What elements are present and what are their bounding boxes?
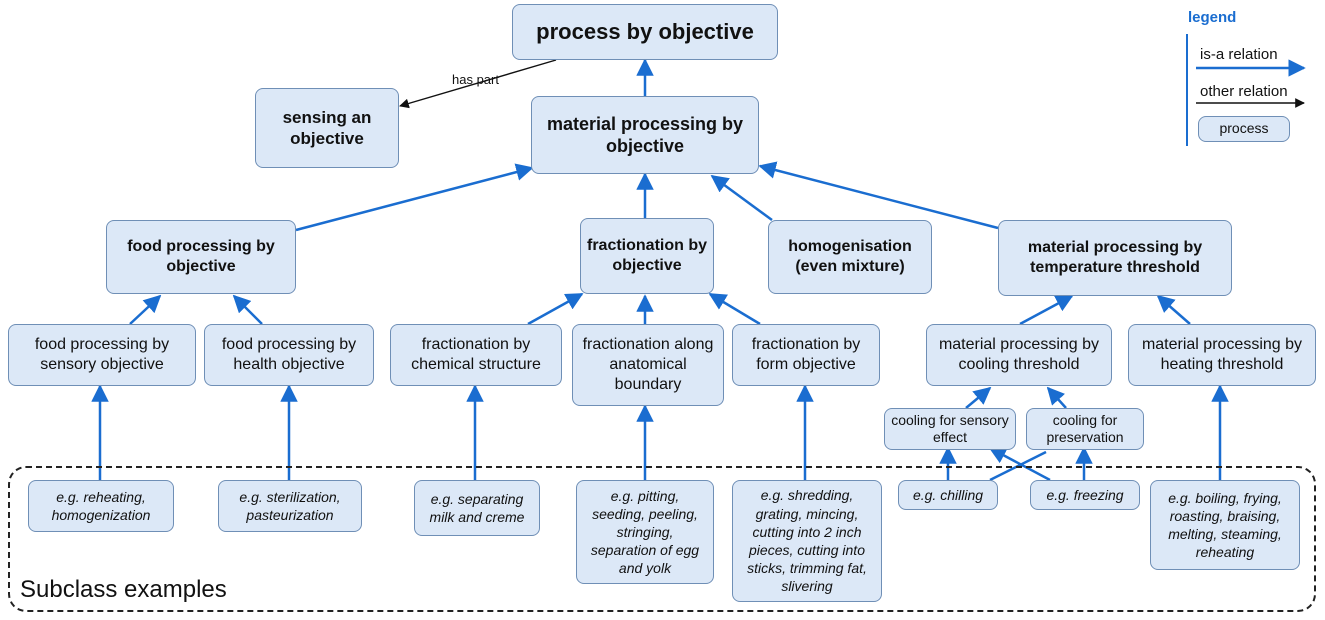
legend-other-label: other relation [1200,83,1288,100]
example-separating-milk[interactable]: e.g. separating milk and creme [414,480,540,536]
example-pitting[interactable]: e.g. pitting, seeding, peeling, stringin… [576,480,714,584]
edge-cooling-to-temperature [1019,294,1074,326]
legend-is-a-label: is-a relation [1200,46,1278,63]
node-process-by-objective[interactable]: process by objective [512,4,778,60]
legend-process-swatch: process [1198,116,1290,142]
example-boiling[interactable]: e.g. boiling, frying, roasting, braising… [1150,480,1300,570]
example-reheating[interactable]: e.g. reheating, homogenization [28,480,174,532]
example-chilling[interactable]: e.g. chilling [898,480,998,510]
node-fractionation-by-form-objective[interactable]: fractionation by form objective [732,324,880,386]
subclass-examples-region [8,466,1316,612]
legend-title: legend [1188,9,1237,26]
edge-freezing-to-sensory-effect [988,446,1051,482]
edge-preservation-to-cooling [1046,386,1067,409]
node-sensing-an-objective[interactable]: sensing an objective [255,88,399,168]
node-food-processing-by-sensory-objective[interactable]: food processing by sensory objective [8,324,196,386]
node-material-processing-by-temperature-threshold[interactable]: material processing by temperature thres… [998,220,1232,296]
edge-food-to-material [295,163,534,232]
node-cooling-for-sensory-effect[interactable]: cooling for sensory effect [884,408,1016,450]
legend-divider [1186,34,1188,146]
edge-heating-to-temperature [1156,294,1191,325]
edge-sensory-effect-to-cooling [965,386,992,409]
node-fractionation-by-objective[interactable]: fractionation by objective [580,218,714,294]
node-fractionation-by-chemical-structure[interactable]: fractionation by chemical structure [390,324,562,386]
edge-has-part [399,59,557,109]
example-freezing[interactable]: e.g. freezing [1030,480,1140,510]
node-material-processing-by-objective[interactable]: material processing by objective [531,96,759,174]
node-food-processing-by-objective[interactable]: food processing by objective [106,220,296,294]
node-cooling-for-preservation[interactable]: cooling for preservation [1026,408,1144,450]
edge-health-to-food [232,294,263,325]
example-sterilization[interactable]: e.g. sterilization, pasteurization [218,480,362,532]
has-part-label: has part [452,72,499,87]
node-material-processing-by-heating-threshold[interactable]: material processing by heating threshold [1128,324,1316,386]
subclass-examples-label: Subclass examples [20,576,227,603]
edge-temperature-to-material [758,161,999,230]
edge-chemical-to-fractionation [527,292,584,326]
node-material-processing-by-cooling-threshold[interactable]: material processing by cooling threshold [926,324,1112,386]
edge-form-to-fractionation [708,292,761,326]
example-shredding[interactable]: e.g. shredding, grating, mincing, cuttin… [732,480,882,602]
edge-sensory-to-food [129,294,162,325]
edge-homogenisation-to-material [710,174,773,222]
node-fractionation-along-anatomical-boundary[interactable]: fractionation along anatomical boundary [572,324,724,406]
node-homogenisation[interactable]: homogenisation (even mixture) [768,220,932,294]
node-food-processing-by-health-objective[interactable]: food processing by health objective [204,324,374,386]
